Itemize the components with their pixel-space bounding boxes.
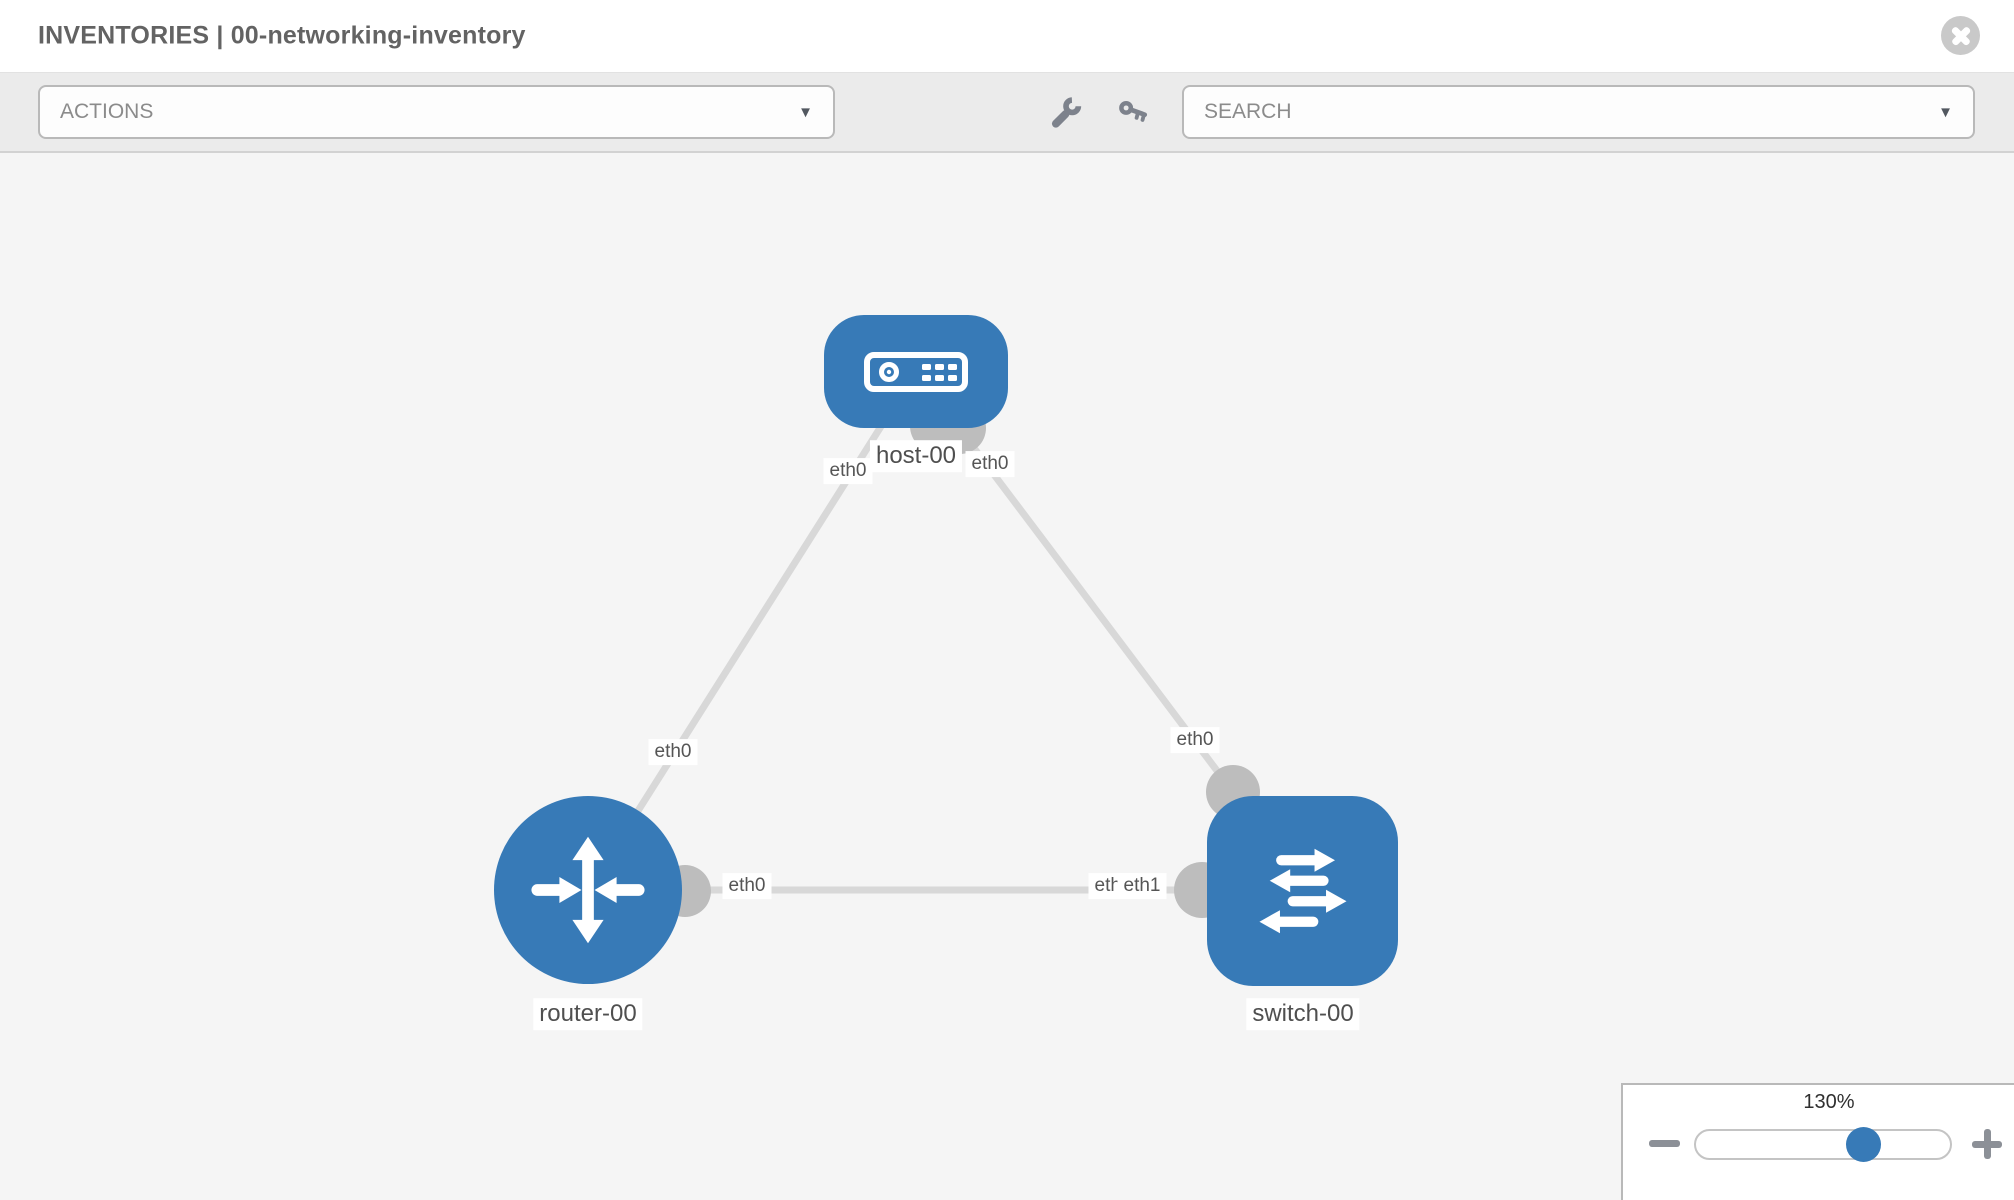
search-placeholder: SEARCH	[1204, 100, 1292, 123]
key-icon[interactable]	[1116, 95, 1152, 131]
toolbar: ACTIONS ▼ SEARCH ▼	[0, 73, 2014, 153]
node-switch-00[interactable]	[1207, 796, 1398, 986]
zoom-out-button[interactable]	[1649, 1140, 1680, 1147]
node-router-00[interactable]	[494, 796, 682, 984]
window-header: INVENTORIES | 00-networking-inventory	[0, 0, 2014, 73]
search-dropdown[interactable]: SEARCH ▼	[1182, 85, 1975, 139]
topology-graph	[585, 368, 1260, 918]
switch-icon	[1258, 848, 1347, 934]
plus-icon	[1983, 1129, 1991, 1159]
interface-label: eth0	[1170, 727, 1220, 753]
node-label-host: host-00	[869, 440, 963, 472]
zoom-slider-track[interactable]	[1694, 1129, 1952, 1160]
chevron-down-icon: ▼	[1938, 103, 1953, 121]
chevron-down-icon: ▼	[798, 103, 813, 121]
node-host-00[interactable]	[824, 315, 1008, 428]
node-label-router: router-00	[533, 998, 643, 1030]
node-label-switch: switch-00	[1246, 998, 1360, 1030]
interface-label: eth0	[722, 873, 772, 899]
zoom-level-value: 130%	[1803, 1091, 1855, 1113]
link-host-router[interactable]	[585, 369, 919, 892]
close-button[interactable]	[1941, 16, 1980, 55]
zoom-control-panel: 130%	[1621, 1083, 2014, 1200]
host-icon	[864, 351, 968, 392]
router-icon	[531, 836, 645, 944]
topology-canvas[interactable]: eth0 eth0 eth0 eth0 eth0 eth0 eth1 host-…	[0, 153, 2014, 1200]
interface-label: eth1	[1117, 873, 1167, 899]
zoom-slider-handle[interactable]	[1846, 1127, 1881, 1162]
actions-dropdown[interactable]: ACTIONS ▼	[38, 85, 835, 139]
page-title: INVENTORIES | 00-networking-inventory	[38, 21, 526, 50]
zoom-in-button[interactable]	[1972, 1129, 2002, 1159]
actions-dropdown-label: ACTIONS	[60, 100, 154, 123]
interface-label: eth0	[823, 458, 873, 484]
interface-label: eth0	[965, 451, 1015, 477]
interface-label: eth0	[648, 739, 698, 765]
wrench-icon[interactable]	[1048, 95, 1084, 131]
